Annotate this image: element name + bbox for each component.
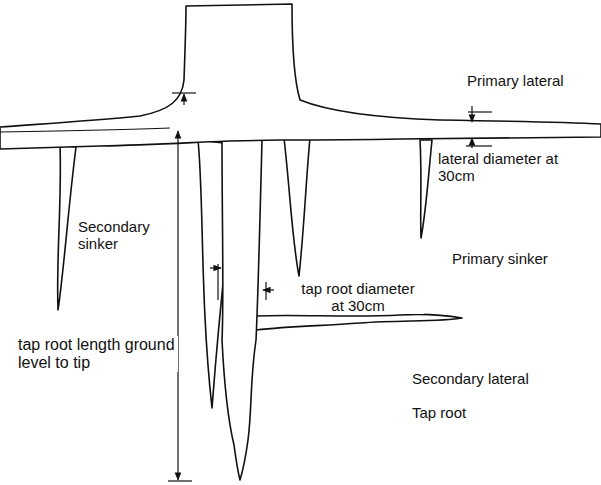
dimension-label: tap root diameter at 30cm xyxy=(292,280,424,314)
part-label: Secondary lateral xyxy=(410,370,531,387)
dimension-tick xyxy=(217,264,218,300)
dimension-tick xyxy=(168,480,192,481)
primary-sinker-root xyxy=(420,140,432,238)
dimension-line xyxy=(177,131,178,480)
secondary-sinker-root xyxy=(58,145,76,310)
part-label: Secondary sinker xyxy=(76,218,162,252)
part-label: Primary sinker xyxy=(450,250,550,267)
dimension-label: lateral diameter at 30cm xyxy=(436,150,572,184)
primary-sinker-root xyxy=(284,138,310,276)
trunk-and-primary-laterals xyxy=(0,4,601,149)
dimension-arrow xyxy=(183,94,184,105)
dimension-arrow xyxy=(263,289,274,290)
dimension-arrow xyxy=(471,106,472,122)
secondary-lateral-root xyxy=(255,314,462,330)
lateral-edge xyxy=(0,128,170,132)
part-label: Tap root xyxy=(410,404,468,421)
dimension-tick xyxy=(466,145,492,146)
dimension-tick xyxy=(265,282,266,300)
dimension-label: tap root length ground level to tip xyxy=(16,336,178,372)
part-label: Primary lateral xyxy=(465,72,566,89)
tap-root xyxy=(222,140,262,480)
dimension-arrow xyxy=(210,267,221,268)
dimension-tick xyxy=(172,92,196,93)
